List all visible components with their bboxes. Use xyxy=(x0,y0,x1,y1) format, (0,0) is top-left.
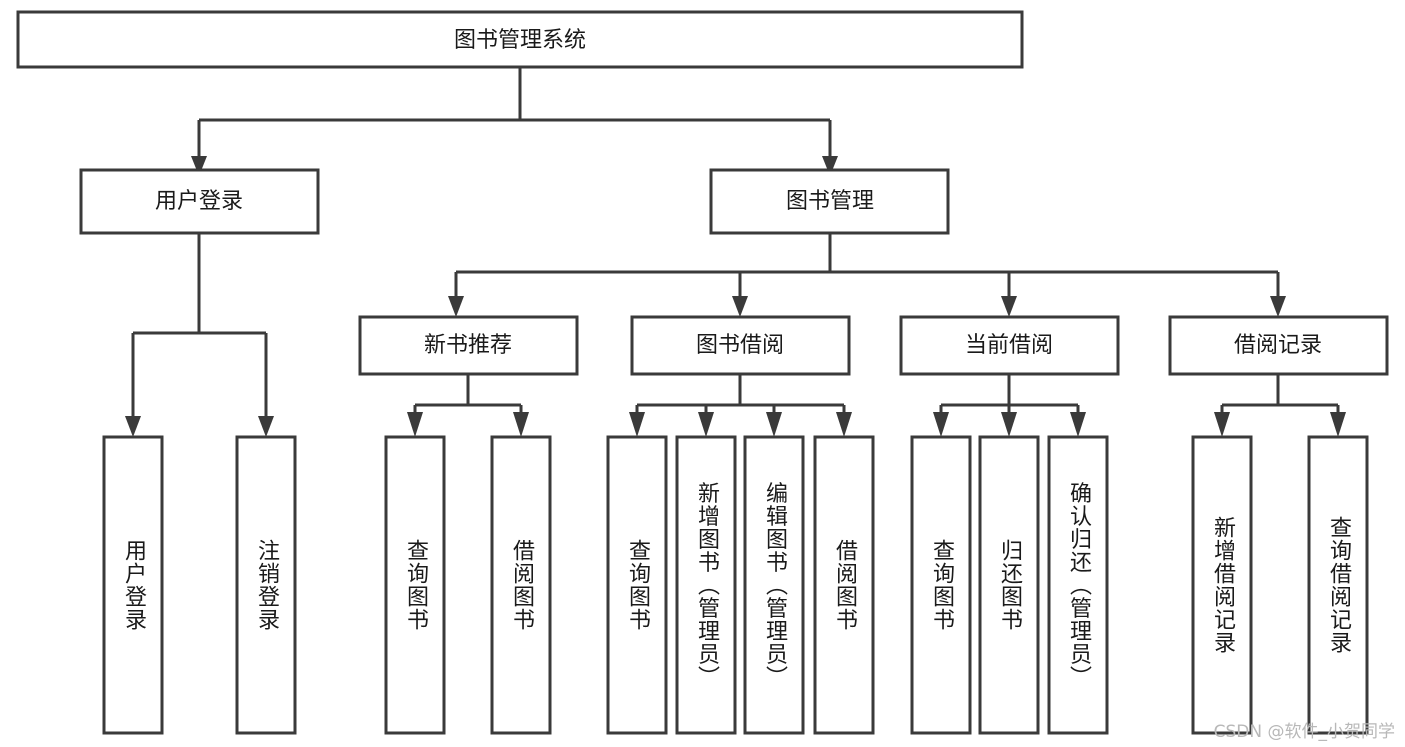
node-box-current-borrow xyxy=(899,315,1120,376)
node-box-user-login xyxy=(79,168,320,235)
leaf-box-user-login-0 xyxy=(102,435,164,735)
leaf-label-borrow-record-0: 新增借阅记录 xyxy=(1210,516,1236,654)
leaf-book-borrow-3[interactable]: 借阅图书 xyxy=(813,435,875,735)
arrow-head-borrow-record-leaf-1 xyxy=(1330,412,1346,437)
leaf-box-book-borrow-0 xyxy=(606,435,668,735)
leaf-label-user-login-0: 用户登录 xyxy=(121,539,147,631)
leaf-box-new-book-recommend-1 xyxy=(490,435,552,735)
leaf-label-user-login-1: 注销登录 xyxy=(254,539,280,631)
node-box-book-borrow xyxy=(630,315,851,376)
arrow-head-book-borrow xyxy=(732,296,748,317)
arrow-head-new-book-leaf-1 xyxy=(513,412,529,437)
leaf-box-borrow-record-1 xyxy=(1307,435,1369,735)
arrow-head-user-login-leaf-0 xyxy=(125,416,141,437)
leaf-box-current-borrow-0 xyxy=(910,435,972,735)
arrow-head-book-borrow-leaf-1 xyxy=(698,412,714,437)
leaf-box-current-borrow-1 xyxy=(978,435,1040,735)
leaf-box-current-borrow-2 xyxy=(1047,435,1109,735)
leaf-box-user-login-1 xyxy=(235,435,297,735)
arrow-head-current-borrow-leaf-1 xyxy=(1001,412,1017,437)
connector-group-current-borrow xyxy=(933,374,1086,437)
arrow-head-new-book-recommend xyxy=(448,296,464,317)
node-user-login[interactable]: 用户登录 xyxy=(79,168,320,235)
node-label-borrow-record: 借阅记录 xyxy=(1234,333,1322,358)
leaf-label-current-borrow-2: 确认归还（管理员） xyxy=(1066,482,1092,689)
leaf-box-book-borrow-3 xyxy=(813,435,875,735)
node-label-current-borrow: 当前借阅 xyxy=(965,333,1053,358)
node-box-new-book-recommend xyxy=(358,315,579,376)
node-new-book-recommend[interactable]: 新书推荐 xyxy=(358,315,579,376)
connector-group-book-manage xyxy=(448,233,1286,317)
leaf-book-borrow-2[interactable]: 编辑图书（管理员） xyxy=(743,435,805,735)
node-borrow-record[interactable]: 借阅记录 xyxy=(1168,315,1389,376)
leaf-box-book-borrow-1 xyxy=(675,435,737,735)
leaf-label-borrow-record-1: 查询借阅记录 xyxy=(1326,516,1352,654)
leaf-book-borrow-1[interactable]: 新增图书（管理员） xyxy=(675,435,737,735)
arrow-head-current-borrow-leaf-0 xyxy=(933,412,949,437)
arrow-head-current-borrow xyxy=(1001,296,1017,317)
leaf-user-login-1[interactable]: 注销登录 xyxy=(235,435,297,735)
node-label-book-borrow: 图书借阅 xyxy=(696,333,784,358)
leaf-borrow-record-0[interactable]: 新增借阅记录 xyxy=(1191,435,1253,735)
leaf-current-borrow-2[interactable]: 确认归还（管理员） xyxy=(1047,435,1109,735)
arrow-head-book-borrow-leaf-3 xyxy=(836,412,852,437)
leaf-label-new-book-recommend-1: 借阅图书 xyxy=(509,539,535,631)
connector-group-user-login xyxy=(125,233,274,437)
csdn-watermark: CSDN @软件_小贺同学 xyxy=(1213,722,1395,742)
arrow-head-borrow-record-leaf-0 xyxy=(1214,412,1230,437)
leaf-box-borrow-record-0 xyxy=(1191,435,1253,735)
connector-group-root xyxy=(191,67,838,176)
node-box-root xyxy=(16,10,1024,69)
node-label-user-login: 用户登录 xyxy=(155,189,243,214)
arrow-head-book-manage xyxy=(822,156,838,176)
arrow-head-book-borrow-leaf-2 xyxy=(766,412,782,437)
node-box-book-management xyxy=(709,168,950,235)
leaf-current-borrow-0[interactable]: 查询图书 xyxy=(910,435,972,735)
leaf-new-book-recommend-0[interactable]: 查询图书 xyxy=(384,435,446,735)
node-book-borrow[interactable]: 图书借阅 xyxy=(630,315,851,376)
arrow-head-book-borrow-leaf-0 xyxy=(629,412,645,437)
node-label-new-book-recommend: 新书推荐 xyxy=(424,333,512,358)
leaf-new-book-recommend-1[interactable]: 借阅图书 xyxy=(490,435,552,735)
leaf-box-book-borrow-2 xyxy=(743,435,805,735)
connector-group-borrow-record xyxy=(1214,374,1346,437)
leaf-book-borrow-0[interactable]: 查询图书 xyxy=(606,435,668,735)
node-book-management[interactable]: 图书管理 xyxy=(709,168,950,235)
arrow-head-borrow-record xyxy=(1270,296,1286,317)
node-box-borrow-record xyxy=(1168,315,1389,376)
arrow-head-new-book-leaf-0 xyxy=(407,412,423,437)
leaf-current-borrow-1[interactable]: 归还图书 xyxy=(978,435,1040,735)
leaf-label-book-borrow-3: 借阅图书 xyxy=(832,539,858,631)
node-current-borrow[interactable]: 当前借阅 xyxy=(899,315,1120,376)
arrow-head-current-borrow-leaf-2 xyxy=(1070,412,1086,437)
leaf-box-new-book-recommend-0 xyxy=(384,435,446,735)
leaf-label-current-borrow-0: 查询图书 xyxy=(929,539,955,631)
connector-group-book-borrow xyxy=(629,374,852,437)
leaf-label-book-borrow-1: 新增图书（管理员） xyxy=(694,482,720,689)
leaf-borrow-record-1[interactable]: 查询借阅记录 xyxy=(1307,435,1369,735)
arrow-head-user-login xyxy=(191,156,207,176)
node-label-book-management: 图书管理 xyxy=(786,189,874,214)
leaf-user-login-0[interactable]: 用户登录 xyxy=(102,435,164,735)
leaf-label-book-borrow-0: 查询图书 xyxy=(625,539,651,631)
leaf-label-new-book-recommend-0: 查询图书 xyxy=(403,539,429,631)
leaf-label-book-borrow-2: 编辑图书（管理员） xyxy=(762,482,788,689)
node-book-management-system[interactable]: 图书管理系统 xyxy=(16,10,1024,69)
arrow-head-user-login-leaf-1 xyxy=(258,416,274,437)
connector-group-new-book-recommend xyxy=(407,374,529,437)
node-label-root: 图书管理系统 xyxy=(454,28,586,53)
leaf-label-current-borrow-1: 归还图书 xyxy=(997,539,1023,631)
